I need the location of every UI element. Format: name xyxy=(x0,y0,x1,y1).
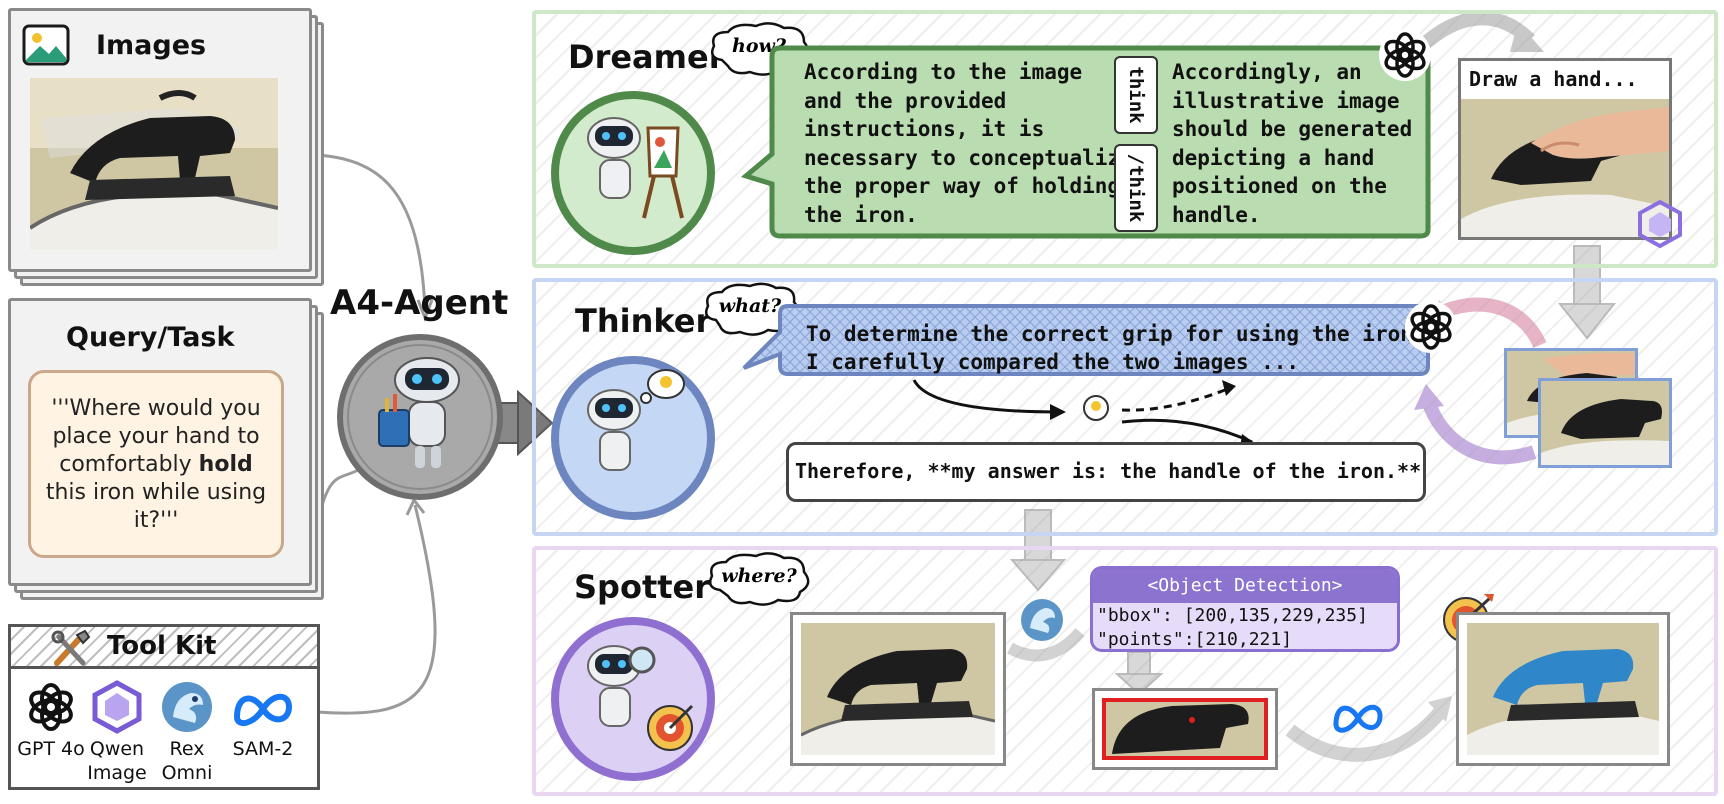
thinker-purple-arrow xyxy=(1421,397,1537,465)
detection-crop-image xyxy=(1102,698,1268,760)
spotter-input-card xyxy=(790,612,1006,766)
spotter-thought-text: where? xyxy=(721,565,797,587)
detection-bbox-text: "bbox": [200,135,229,235] xyxy=(1097,605,1368,626)
tool-label-qwen: Qwen Image xyxy=(87,738,147,784)
query-text-end: this iron while using it?''' xyxy=(45,480,267,533)
detection-to-crop-arrow xyxy=(1114,651,1164,696)
dreamer-reasoning-right: Accordingly, an illustrative image shoul… xyxy=(1172,58,1412,229)
detection-crop-card xyxy=(1092,688,1278,770)
images-panel: Images xyxy=(8,8,324,286)
spotter-robot-icon xyxy=(551,617,715,781)
dreamer-robot-icon xyxy=(551,91,715,255)
query-text-bold: hold xyxy=(198,452,253,477)
spotter-title: Spotter xyxy=(574,568,711,606)
tool-label-sam2: SAM-2 xyxy=(232,738,294,760)
thinker-to-spotter-arrow xyxy=(1009,509,1067,592)
object-detection-box: <Object Detection> "bbox": [200,135,229,… xyxy=(1090,566,1400,652)
spotter-thought-cloud: where? xyxy=(709,552,810,606)
gpt-4o-icon xyxy=(29,683,73,731)
toolkit-to-agent-line xyxy=(317,504,437,715)
dreamer-output-label: Draw a hand... xyxy=(1469,67,1638,91)
spotter-rex-icon xyxy=(1021,599,1063,641)
query-text-card: '''Where would you place your hand to co… xyxy=(28,370,284,558)
dreamer-output-down-arrow xyxy=(1557,245,1617,340)
think-tag: think xyxy=(1114,56,1158,134)
spotter-meta-icon xyxy=(1333,704,1383,733)
dreamer-right-line: should be generated xyxy=(1172,117,1413,141)
thinker-line: I carefully compared the two images ... xyxy=(806,350,1300,374)
crop-to-result-arrow xyxy=(1285,707,1446,762)
image-icon xyxy=(22,24,70,66)
dreamer-left-line: the proper way of holding xyxy=(804,174,1121,198)
thinker-thought-text: what? xyxy=(719,295,782,317)
dreamer-left-line: and the provided xyxy=(804,88,1007,113)
thinker-robot-icon xyxy=(551,356,715,520)
sam2-icon xyxy=(233,693,293,727)
dreamer-right-line: depicting a hand xyxy=(1172,145,1375,170)
thinker-line: To determine the correct grip for using … xyxy=(806,322,1426,346)
segmented-iron-image xyxy=(1467,623,1659,755)
thinker-thought-cloud: what? xyxy=(705,282,800,336)
dreamer-left-line: According to the image xyxy=(804,60,1083,84)
dreamer-reasoning-left: According to the image and the provided … xyxy=(804,58,1133,229)
thinker-image-front xyxy=(1538,378,1672,468)
dreamer-gpt-icon xyxy=(1379,29,1431,81)
spotter-input-image xyxy=(801,623,995,755)
spotter-result-card xyxy=(1456,612,1670,766)
toolkit-panel: Tool Kit GPT 4o Qwen Image Rex Omni SAM-… xyxy=(8,624,320,790)
hand-on-iron-image xyxy=(1461,99,1669,237)
thinker-gpt-icon xyxy=(1405,301,1457,353)
query-panel: Query/Task '''Where would you place your… xyxy=(8,298,324,600)
thinker-flow-arrows xyxy=(912,379,1256,448)
thinker-reasoning-text: To determine the correct grip for using … xyxy=(806,320,1426,376)
tools-icon xyxy=(51,629,91,666)
query-title: Query/Task xyxy=(66,322,235,353)
dreamer-left-line: necessary to conceptualize xyxy=(804,145,1133,170)
images-title: Images xyxy=(96,30,207,61)
toolkit-title: Tool Kit xyxy=(107,631,217,661)
spotter-image-to-rex-arrow xyxy=(1007,628,1085,662)
dreamer-title: Dreamer xyxy=(568,38,725,76)
dreamer-left-line: instructions, it is xyxy=(804,117,1045,141)
thinker-title: Thinker xyxy=(575,302,712,340)
agent-robot-icon xyxy=(337,334,503,500)
iron-input-image xyxy=(30,78,278,250)
thinker-answer-box: Therefore, **my answer is: the handle of… xyxy=(786,442,1426,502)
dreamer-right-line: illustrative image xyxy=(1172,88,1400,113)
tool-label-gpt: GPT 4o xyxy=(17,738,85,760)
images-to-agent-line xyxy=(317,153,427,311)
qwen-image-icon xyxy=(92,680,142,734)
rex-omni-icon xyxy=(162,682,212,732)
dreamer-right-line: positioned on the xyxy=(1172,174,1387,198)
dreamer-right-line: handle. xyxy=(1172,202,1261,227)
dreamer-output-card: Draw a hand... xyxy=(1458,58,1672,240)
dreamer-qwen-icon xyxy=(1638,199,1682,249)
dreamer-right-line: Accordingly, an xyxy=(1172,60,1362,84)
dreamer-left-line: the iron. xyxy=(804,202,918,227)
tool-label-rex: Rex Omni xyxy=(161,738,213,784)
object-detection-title: <Object Detection> xyxy=(1093,569,1397,603)
end-think-tag: /think xyxy=(1114,144,1158,232)
detection-points-text: "points":[210,221] xyxy=(1097,629,1293,650)
query-text: '''Where would you place your hand to co… xyxy=(51,396,261,477)
agent-title: A4-Agent xyxy=(330,283,509,323)
